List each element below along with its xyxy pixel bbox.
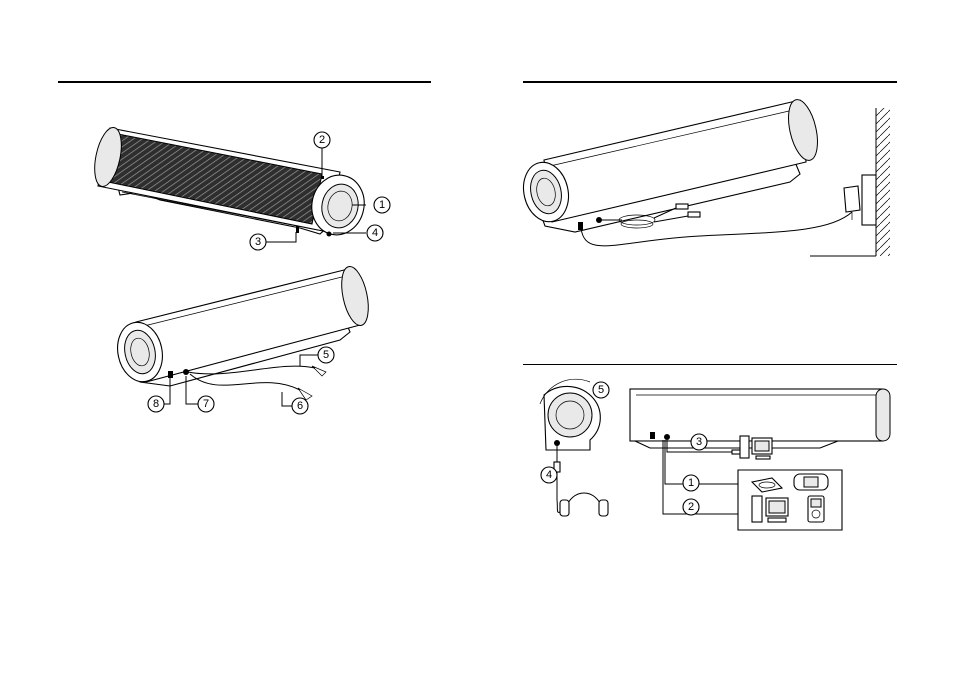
- callout-label: 3: [255, 236, 261, 248]
- dc-in-jack-icon: [168, 371, 173, 378]
- callout-label: 2: [319, 134, 325, 146]
- callout-label: 1: [379, 199, 385, 211]
- media-devices-panel: [738, 470, 842, 530]
- callout-label: 6: [297, 400, 303, 412]
- desktop-computer-icon: [752, 496, 788, 522]
- callout-label: 8: [153, 398, 159, 410]
- callout-label: 4: [372, 227, 378, 239]
- callout-label: 7: [203, 398, 209, 410]
- headphone-jack-icon: [554, 440, 560, 446]
- power-led-icon: [327, 232, 332, 237]
- callout-label: 2: [688, 501, 694, 513]
- dc-in-jack-icon: [578, 222, 583, 230]
- speaker-rear-view: [112, 264, 373, 400]
- callout-label: 3: [696, 436, 702, 448]
- callout-label: 5: [323, 349, 329, 361]
- callout-label: 1: [688, 477, 694, 489]
- speaker-power-connection: [518, 97, 890, 256]
- volume-knob-icon: [296, 226, 299, 233]
- handheld-console-icon: [794, 474, 828, 490]
- callout-label: 4: [546, 469, 552, 481]
- computer-icon: [740, 436, 772, 459]
- audio-in-jack-icon: [664, 434, 670, 440]
- headphones-icon: [557, 493, 608, 516]
- audio-in-jack-icon: [596, 217, 602, 223]
- dc-in-jack-icon: [650, 432, 655, 439]
- callout-label: 5: [598, 384, 604, 396]
- mp3-player-icon: [808, 496, 824, 522]
